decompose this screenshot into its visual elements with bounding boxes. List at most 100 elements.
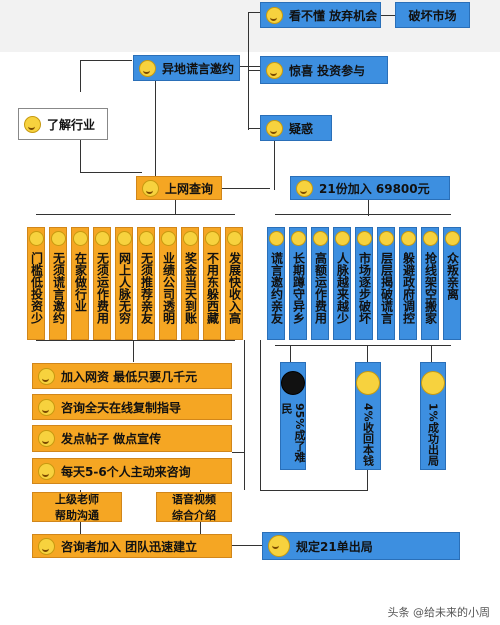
outcome-box: 4%收回本钱 [355, 362, 381, 470]
effect-label: 长期蹲守异乡 [291, 252, 306, 324]
watermark: 头条 @给未来的小周 [387, 606, 491, 619]
smiley-icon [138, 231, 154, 246]
smiley-icon [444, 231, 460, 246]
step-box: 加入网资 最低只要几千元 [32, 363, 232, 389]
sad-face-icon [281, 371, 305, 395]
effect-label: 抢线架空搬家 [423, 252, 438, 324]
effect-column: 市场逐步破坏 [355, 227, 373, 340]
reaction-label: 疑惑 [289, 121, 314, 136]
step-label: 每天5-6个人主动来咨询 [61, 464, 191, 479]
connector [80, 172, 142, 173]
support-line: 综合介绍 [172, 509, 216, 522]
sad-face-icon [356, 371, 380, 395]
claim-label: 奖金当天到账 [183, 252, 198, 324]
step-box: 发点帖子 做点宣传 [32, 425, 232, 452]
connector [275, 345, 451, 346]
join-fee-label: 21份加入 69800元 [319, 181, 430, 196]
learn-industry-label: 了解行业 [47, 117, 96, 132]
smiley-icon [378, 231, 394, 246]
step-box: 每天5-6个人主动来咨询 [32, 458, 232, 484]
claim-column: 无须谎言邀约 [49, 227, 67, 340]
smiley-icon [28, 231, 44, 246]
connector [200, 520, 201, 536]
claim-label: 门槛低投资少 [29, 252, 44, 324]
connector [80, 140, 81, 172]
outcome-box: 95%成了难民 [280, 362, 306, 470]
smiley-icon [268, 231, 284, 246]
smiley-icon [116, 231, 132, 246]
effect-label: 市场逐步破坏 [357, 252, 372, 324]
connector [155, 80, 156, 176]
claim-column: 无须运作费用 [93, 227, 111, 340]
claim-column: 网上人脉无穷 [115, 227, 133, 340]
effect-label: 躲避政府调控 [401, 252, 416, 324]
outcome-label: 95%成了难民 [280, 403, 306, 463]
exit-rule-label: 规定21单出局 [296, 539, 373, 554]
learn-industry-box: 了解行业 [18, 108, 108, 140]
step-label: 发点帖子 做点宣传 [61, 432, 162, 446]
effect-column: 众叛亲离 [443, 227, 461, 340]
team-label: 咨询者加入 团队迅速建立 [61, 539, 198, 554]
smiley-icon [160, 231, 176, 246]
claim-column: 奖金当天到账 [181, 227, 199, 340]
reaction-label: 惊喜 投资参与 [289, 63, 366, 78]
smiley-icon [24, 115, 41, 133]
claim-column: 不用东躲西藏 [203, 227, 221, 340]
claim-label: 业绩公司透明 [161, 252, 176, 324]
connector [431, 345, 432, 363]
smiley-icon [312, 231, 328, 246]
connector [222, 188, 270, 189]
smiley-icon [38, 537, 55, 555]
smiley-icon [422, 231, 438, 246]
connector [80, 520, 81, 536]
confused-face-icon [266, 6, 283, 24]
step-box: 咨询全天在线复制指导 [32, 394, 232, 420]
connector [80, 60, 81, 92]
smiley-icon [38, 367, 55, 385]
claim-label: 网上人脉无穷 [117, 252, 132, 324]
angry-face-icon [38, 430, 55, 447]
connector [248, 128, 260, 129]
connector [274, 140, 275, 190]
connector [244, 340, 245, 490]
effect-column: 谎言邀约亲友 [267, 227, 285, 340]
connector [260, 340, 261, 490]
claim-label: 在家做行业 [73, 252, 88, 312]
claim-column: 业绩公司透明 [159, 227, 177, 340]
smiley-icon [290, 231, 306, 246]
reaction-box: 惊喜 投资参与 [260, 56, 388, 84]
claim-label: 无须推荐亲友 [139, 252, 154, 324]
effect-label: 人脉越来越少 [335, 252, 350, 324]
connector [260, 490, 368, 491]
join-fee-box: 21份加入 69800元 [290, 176, 450, 200]
smiley-icon [139, 59, 156, 77]
connector [133, 340, 134, 362]
effect-label: 众叛亲离 [445, 252, 460, 300]
smiley-icon [296, 179, 313, 197]
connector [36, 340, 235, 341]
claim-column: 发展快收入高 [225, 227, 243, 340]
smiley-icon [182, 231, 198, 246]
outcome-label: 1%成功出局 [426, 403, 440, 466]
effect-column: 长期蹲守异乡 [289, 227, 307, 340]
effect-label: 层层揭破谎言 [379, 252, 394, 324]
support-box: 语音视频 综合介绍 [156, 492, 232, 522]
support-line: 帮助沟通 [55, 509, 99, 522]
smiley-icon [334, 231, 350, 246]
connector [36, 214, 235, 215]
exit-rule-box: 规定21单出局 [262, 532, 460, 560]
smiley-icon [400, 231, 416, 246]
connector [368, 198, 369, 216]
doubt-face-icon [266, 119, 283, 137]
connector [240, 66, 260, 67]
smiley-icon [38, 462, 55, 480]
reaction-box: 看不懂 放弃机会 [260, 2, 381, 28]
connector [248, 12, 260, 13]
invite-label: 异地谎言邀约 [162, 61, 235, 76]
destroy-market-label: 破坏市场 [408, 8, 457, 23]
smiley-icon [204, 231, 220, 246]
effect-column: 躲避政府调控 [399, 227, 417, 340]
connector [175, 198, 176, 214]
smiley-icon [142, 179, 159, 197]
claim-column: 门槛低投资少 [27, 227, 45, 340]
